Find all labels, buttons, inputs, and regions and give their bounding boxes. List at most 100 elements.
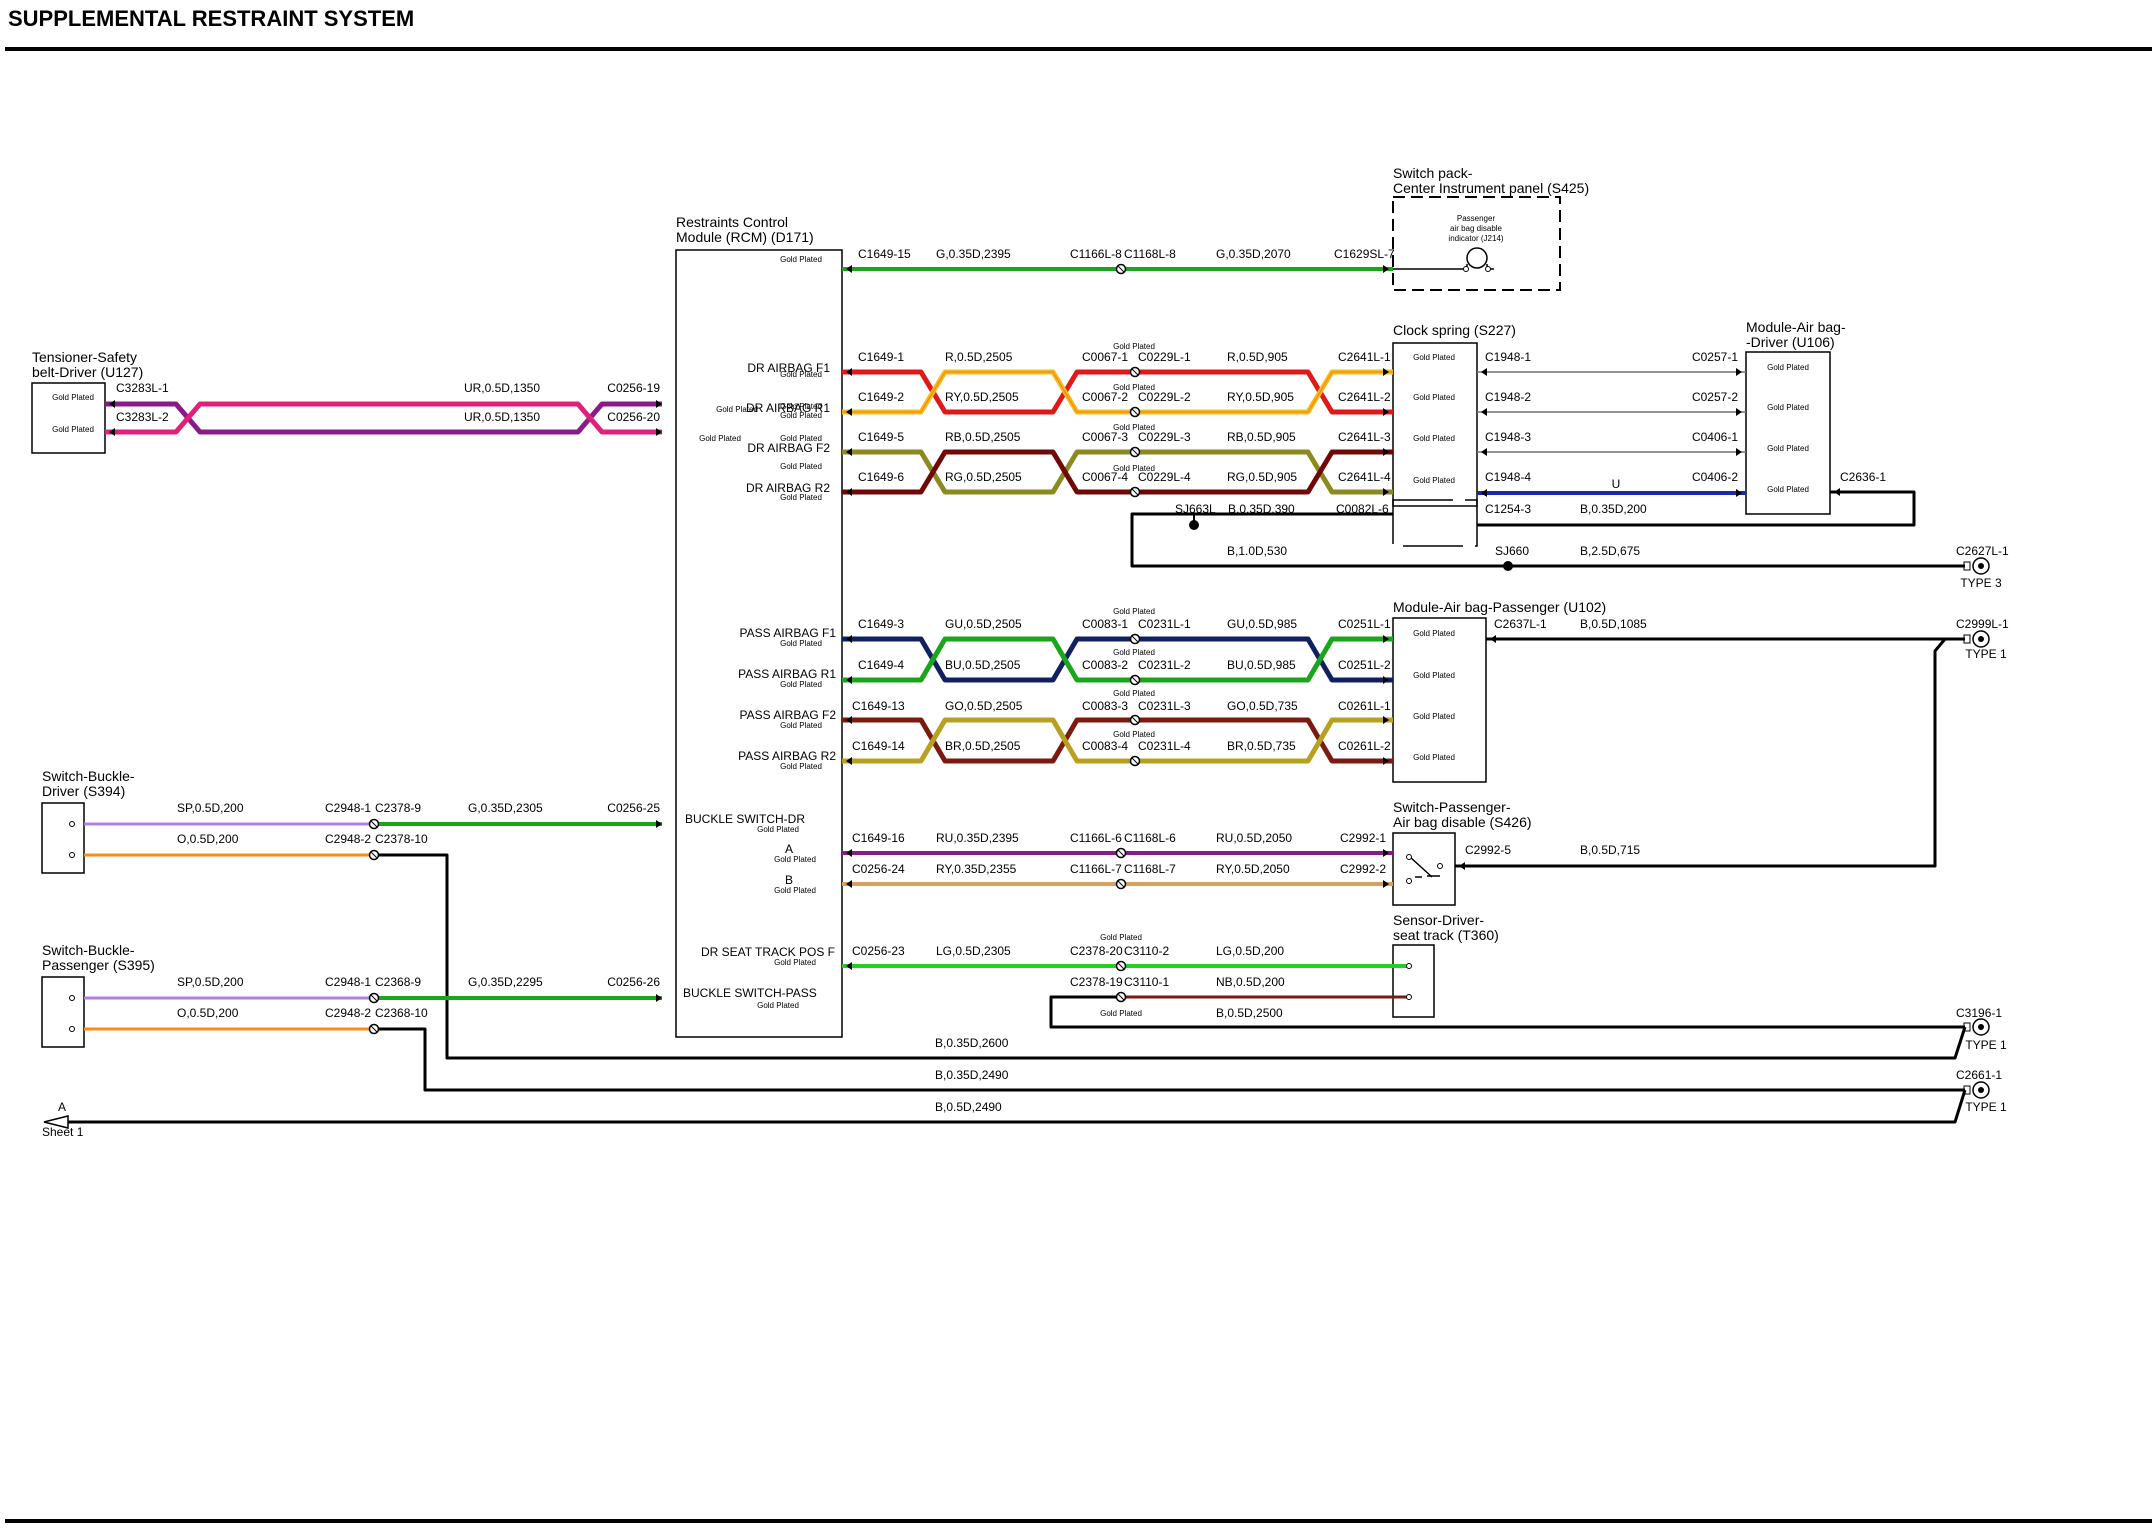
wire-label: C0406-2: [1692, 470, 1738, 484]
wire-label: C0229L-4: [1138, 470, 1191, 484]
wire-label: C2368-10: [375, 1006, 428, 1020]
gold-plated-tag: Gold Plated: [1100, 1009, 1142, 1018]
pin-arrow-icon: [1736, 489, 1742, 497]
wire-label: C0082L-6: [1336, 502, 1389, 516]
wire-label: C0229L-1: [1138, 350, 1191, 364]
wire-label: RY,0.5D,2505: [945, 390, 1019, 404]
gold-plated-tag: Gold Plated: [780, 493, 822, 502]
pin-arrow-icon: [1481, 489, 1487, 497]
connector-mark: [1131, 676, 1139, 684]
wire-label: C1649-5: [858, 430, 904, 444]
wire-label: C2636-1: [1840, 470, 1886, 484]
wire-label: B,2.5D,675: [1580, 544, 1640, 558]
gold-plated-tag: Gold Plated: [1113, 423, 1155, 432]
connector-mark: [1131, 757, 1139, 765]
gold-plated-tag: Gold Plated: [1413, 476, 1455, 485]
pin-arrow-icon: [109, 400, 115, 408]
wire-label: U: [1612, 477, 1621, 491]
wire-label: C2641L-4: [1338, 470, 1391, 484]
pin-dr-f1: DR AIRBAG F1: [747, 361, 830, 375]
wire-label: C2661-1: [1956, 1068, 2002, 1082]
pin-arrow-icon: [656, 820, 662, 828]
pin-arrow-icon: [1459, 862, 1465, 870]
pin-arrow-icon: [1481, 408, 1487, 416]
wire-label: C1649-3: [858, 617, 904, 631]
wire-label: BR,0.5D,2505: [945, 739, 1021, 753]
gold-plated-tag: Gold Plated: [1113, 648, 1155, 657]
pass-disable-switch-box: [1392, 832, 1456, 906]
splice-joint-icon: [1503, 561, 1513, 571]
wire-label: G,0.35D,2070: [1216, 247, 1291, 261]
wire-label: C1168L-8: [1124, 247, 1176, 261]
pin-b: B: [785, 873, 793, 887]
wire-label: C3110-2: [1124, 944, 1169, 958]
wire-label: LG,0.5D,2305: [936, 944, 1011, 958]
wire-label: C3283L-2: [116, 410, 169, 424]
gold-plated-tag: Gold Plated: [1113, 342, 1155, 351]
airbag-driver-box: [1745, 351, 1831, 515]
wire-label: C0257-2: [1692, 390, 1738, 404]
wire-label: C1649-6: [858, 470, 904, 484]
pin-arrow-icon: [846, 880, 852, 888]
gold-plated-tag: Gold Plated: [1113, 607, 1155, 616]
gold-plated-tag: Gold Plated: [780, 762, 822, 771]
wire-label: C1649-4: [858, 658, 904, 672]
wire-label: B,1.0D,530: [1227, 544, 1287, 558]
wire-label: B,0.35D,2600: [935, 1036, 1009, 1050]
wire-label: C2378-20: [1070, 944, 1123, 958]
airbag-pass-box: [1392, 617, 1487, 783]
ground-wire: [1477, 490, 1916, 527]
connector-mark: [1131, 488, 1139, 496]
wire-label: C1948-4: [1485, 470, 1531, 484]
ground-icon: [1963, 557, 1990, 575]
wire-label: NB,0.5D,200: [1216, 975, 1285, 989]
gold-plated-tag: Gold Plated: [1100, 933, 1142, 942]
wire-label: C1166L-6: [1070, 831, 1122, 845]
pin-arrow-icon: [1383, 448, 1389, 456]
pin-arrow-icon: [1383, 408, 1389, 416]
ground-wire: [1130, 512, 1965, 568]
wire-label: C0256-23: [852, 944, 905, 958]
pin-pass-f1: PASS AIRBAG F1: [740, 626, 837, 640]
gold-plated-tag: Gold Plated: [780, 462, 822, 471]
wire-label: C2992-1: [1340, 831, 1386, 845]
wire-label: RY,0.35D,2355: [936, 862, 1017, 876]
switch-pack-pin: [1463, 266, 1469, 272]
connector-mark: [370, 1025, 378, 1033]
wire-label: GU,0.5D,985: [1227, 617, 1297, 631]
wire-label: C1629SL-7: [1334, 247, 1395, 261]
gold-plated-tag: Gold Plated: [780, 434, 822, 443]
wire-label: C0256-19: [607, 381, 660, 395]
connector-mark: [370, 994, 378, 1002]
dr-airbag-pair-1: [842, 371, 1393, 413]
gold-plated-tag: Gold Plated: [1113, 464, 1155, 473]
wire-label: R,0.5D,2505: [945, 350, 1013, 364]
ground-type3: TYPE 3: [1960, 576, 2002, 590]
wire-label: C0229L-2: [1138, 390, 1191, 404]
connector-mark: [1117, 993, 1125, 1001]
wire-label: C1649-15: [858, 247, 911, 261]
wire-label: C0083-4: [1082, 739, 1128, 753]
seat-track-label: Sensor-Driver-seat track (T360): [1393, 912, 1499, 943]
ground-icon: [1963, 1018, 1990, 1036]
pin-pass-f2: PASS AIRBAG F2: [740, 708, 837, 722]
wire-label: C2637L-1: [1494, 617, 1547, 631]
splice-joint-icon: [1189, 520, 1199, 530]
pin-arrow-icon: [1383, 849, 1389, 857]
wire-label: C1649-1: [858, 350, 904, 364]
gold-plated-tag: Gold Plated: [1413, 712, 1455, 721]
pin-arrow-icon: [1736, 448, 1742, 456]
wire-label: B,0.5D,2490: [935, 1100, 1002, 1114]
switch-contact: [1406, 878, 1412, 884]
wire-label: RY,0.5D,905: [1227, 390, 1294, 404]
pin-arrow-icon: [1481, 368, 1487, 376]
pin-arrow-icon: [1383, 676, 1389, 684]
wire-label: C2948-1: [325, 801, 371, 815]
gold-plated-tag: Gold Plated: [774, 886, 816, 895]
clock-spring-wire: [1477, 371, 1746, 453]
sheet-ref-label: Sheet 1: [42, 1125, 84, 1139]
wire-label: C0256-20: [607, 410, 660, 424]
wire-label: O,0.5D,200: [177, 832, 239, 846]
switch-pack-pin: [1485, 266, 1491, 272]
